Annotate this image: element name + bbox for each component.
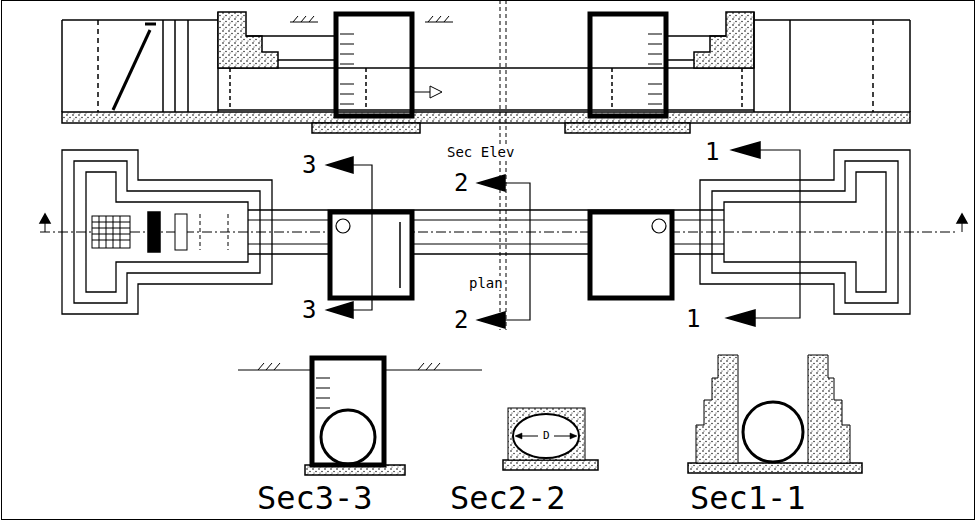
section-title: Sec1-1 xyxy=(688,482,808,514)
section-title: Sec2-2 xyxy=(448,482,568,514)
section-mark: 2 xyxy=(452,171,470,195)
section-mark: 3 xyxy=(300,153,318,177)
section-mark: 3 xyxy=(300,298,318,322)
view-title: Sec Elev xyxy=(445,145,516,159)
section-title: Sec3-3 xyxy=(255,482,375,514)
section-mark: 1 xyxy=(703,140,721,164)
dimension-label: D xyxy=(541,430,552,441)
section-mark: 1 xyxy=(684,307,702,331)
view-title: plan xyxy=(467,276,505,290)
section-mark: 2 xyxy=(452,308,470,332)
